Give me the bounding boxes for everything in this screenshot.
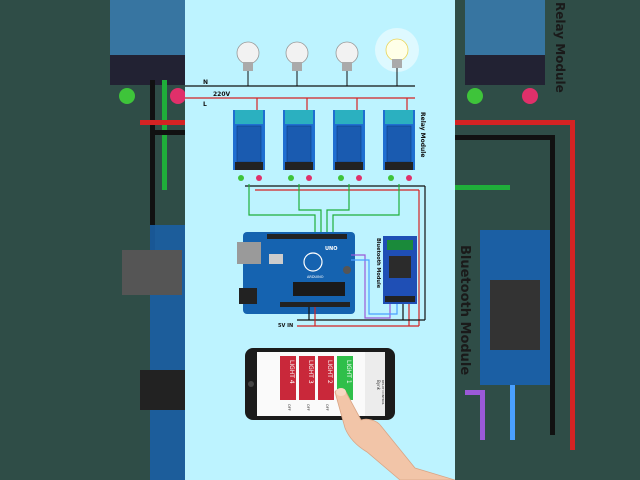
bulb-1 [236, 41, 260, 86]
smartphone: Bynk RELAY CONTROL LIGHT 1 ON LIGHT 2 OF… [245, 348, 395, 420]
relay-4 [383, 110, 415, 181]
phone-app-header: Bynk RELAY CONTROL [365, 352, 385, 416]
light-2-state: OFF [325, 404, 329, 411]
bulb-4-lit [375, 28, 419, 86]
left-blurred-panel [0, 0, 185, 480]
light-3-state: OFF [306, 404, 310, 411]
relay-3 [333, 110, 365, 181]
label-bluetooth-module: Bluetooth Module [375, 238, 381, 289]
label-live: L [203, 101, 207, 108]
bluetooth-module: Bluetooth Module [375, 236, 417, 304]
bulb-3 [335, 41, 359, 86]
label-5v-in: 5V IN [278, 323, 293, 329]
arduino-brand: ARDUINO [307, 275, 324, 279]
light-3-button[interactable]: LIGHT 3 OFF [299, 356, 315, 411]
right-relay-label: Relay Module [553, 2, 567, 93]
light-4-label: LIGHT 4 [288, 360, 295, 384]
app-logo: Bynk [376, 380, 381, 391]
light-4-state: OFF [287, 404, 291, 411]
right-blurred-panel: Relay Module Bluetooth Module [455, 0, 640, 480]
relay-2 [283, 110, 315, 181]
relay-1 [233, 110, 265, 181]
label-neutral: N [203, 79, 208, 86]
arduino-model: UNO [325, 246, 338, 252]
diagram-svg: N 220V L [185, 28, 455, 480]
light-2-button[interactable]: LIGHT 2 OFF [318, 356, 334, 411]
bulb-2 [285, 41, 309, 86]
light-3-label: LIGHT 3 [307, 360, 314, 384]
light-4-button[interactable]: LIGHT 4 OFF [280, 356, 296, 411]
arduino-uno-board: UNO ARDUINO [237, 232, 355, 314]
light-1-label: LIGHT 1 [345, 360, 352, 384]
app-title: RELAY CONTROL [381, 380, 385, 405]
pointing-hand [334, 388, 455, 480]
label-220v: 220V [213, 91, 231, 98]
label-relay-module: Relay Module [419, 112, 426, 157]
right-bluetooth-label: Bluetooth Module [457, 245, 472, 375]
wiring-diagram: N 220V L [185, 0, 455, 480]
light-2-label: LIGHT 2 [326, 360, 333, 384]
